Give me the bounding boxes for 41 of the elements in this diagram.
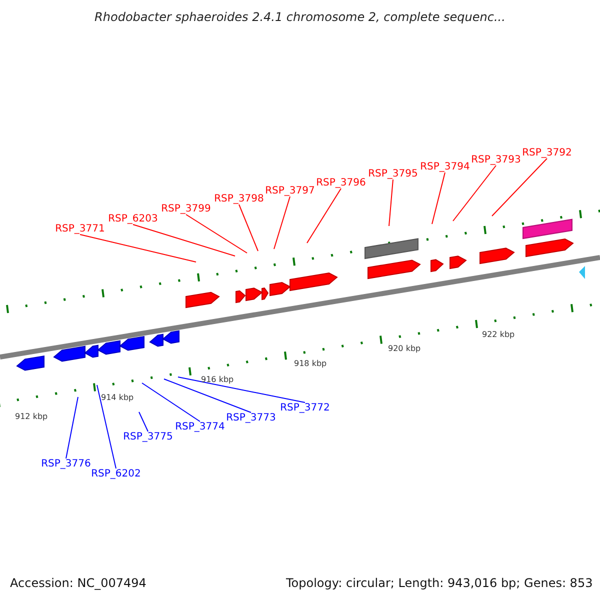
gene-label: RSP_3793 — [471, 154, 521, 166]
leader-line — [492, 158, 548, 216]
leader-line — [274, 196, 290, 250]
scale-label: 918 kbp — [294, 359, 327, 368]
gene-label: RSP_3773 — [226, 412, 276, 424]
gene-label: RSP_3799 — [161, 204, 211, 214]
gene-label: RSP_3774 — [175, 422, 225, 432]
gene-label: RSP_3792 — [522, 148, 572, 158]
leader-line — [306, 188, 342, 244]
gene-label: RSP_6203 — [108, 214, 158, 224]
footer-text: Accession: NC_007494 — [10, 576, 146, 590]
gene-label: RSP_3795 — [368, 168, 418, 180]
leader-line — [142, 382, 200, 422]
leader-line — [80, 234, 196, 262]
leader-line — [452, 165, 496, 222]
scale-label: 912 kbp — [15, 412, 48, 421]
scale-label: 914 kbp — [101, 393, 134, 402]
footer-text: Topology: circular; Length: 943,016 bp; Genes: 853 — [286, 576, 593, 590]
leader-line — [178, 376, 306, 403]
gene-label: RSP_3771 — [55, 224, 105, 234]
leader-line — [238, 204, 258, 252]
gene-label: RSP_3796 — [316, 178, 366, 188]
scale-label: 922 kbp — [482, 330, 515, 339]
gene-label: RSP_3775 — [123, 432, 173, 442]
title: Rhodobacter sphaeroides 2.4.1 chromosome 2, complete sequenc... — [94, 10, 506, 24]
gene-label: RSP_3798 — [214, 194, 264, 204]
gene-label: RSP_3772 — [280, 402, 330, 414]
scale-label: 916 kbp — [201, 375, 234, 384]
gene-label: RSP_6202 — [91, 468, 141, 480]
leader-line — [66, 396, 78, 459]
leader-line — [164, 378, 252, 413]
scale-label: 920 kbp — [388, 344, 421, 353]
leader-line — [132, 224, 236, 256]
gene-label: RSP_3794 — [420, 162, 470, 172]
leader-line — [186, 214, 248, 254]
leader-line — [96, 384, 116, 469]
leader-line — [432, 172, 446, 224]
leader-line — [388, 179, 394, 226]
gene-label: RSP_3797 — [265, 186, 315, 196]
gene-label: RSP_3776 — [41, 458, 91, 470]
leader-line — [138, 412, 148, 432]
